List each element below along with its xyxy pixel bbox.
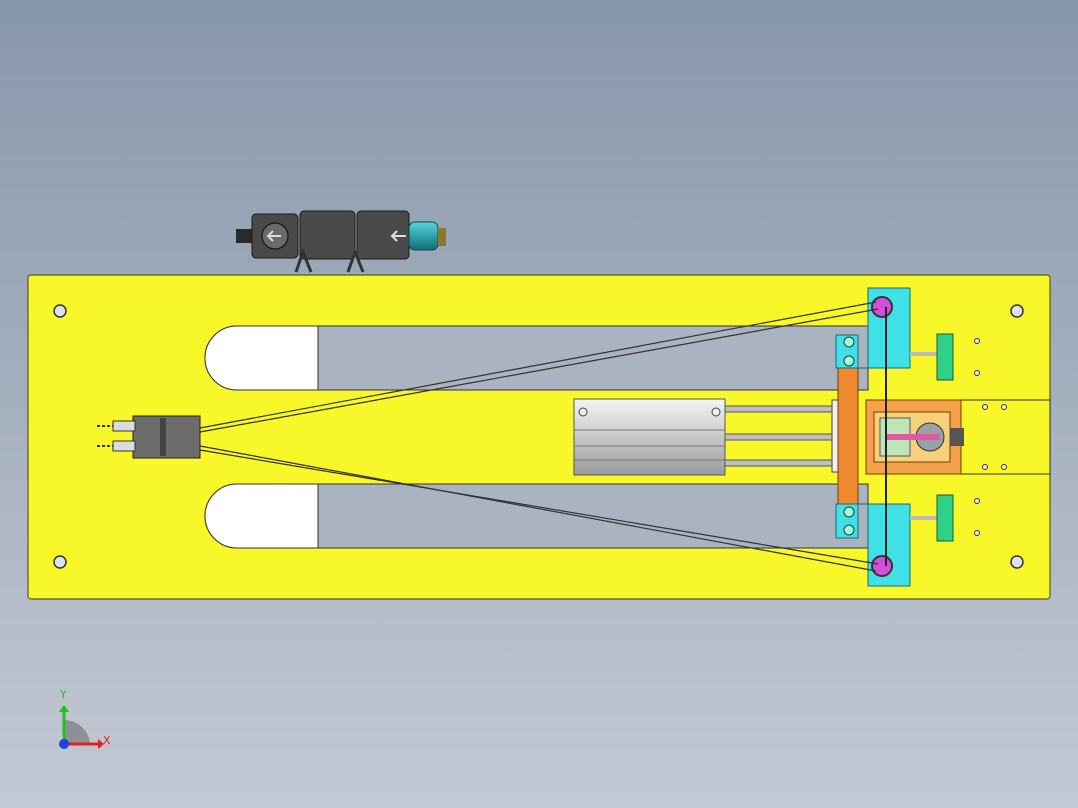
mounting-hole [53,304,67,318]
x-axis-arrowhead [98,739,104,749]
gripper-finger [885,434,940,440]
mounting-clip [294,247,313,273]
mounting-hole [1010,555,1024,569]
sensor-rod [910,352,940,356]
crossbar [837,367,859,505]
piston-rod [724,433,836,441]
mounting-hole [53,555,67,569]
bracket-bolt [843,524,855,536]
pneumatic-cylinder[interactable] [573,398,841,476]
wire [199,449,879,565]
sensor-hole [974,498,980,504]
fitting-nipple [112,440,136,452]
lower-sensor[interactable] [910,494,980,542]
valve-manifold[interactable] [236,210,446,273]
solenoid-cap [438,228,446,246]
wire [199,308,879,433]
fitting-nipple [112,420,136,432]
tension-wires [199,301,879,572]
sensor-hole [974,370,980,376]
sensor-hole [974,530,980,536]
cylinder-screw [711,407,721,417]
cylinder-body [573,398,726,476]
triad-arc [64,719,90,744]
piston-rod [724,405,836,413]
base-plate[interactable] [27,274,1051,600]
arrow-left-icon [266,230,281,242]
sensor-mount [936,333,954,381]
mounting-hole [1010,304,1024,318]
bracket-bolt [843,355,855,367]
valve-block-2 [299,210,356,260]
solenoid-coil [408,221,439,251]
sensor-rod [910,516,940,520]
sensor-mount [936,494,954,542]
axis-triad: X Y [59,688,111,749]
y-axis-arrowhead [59,705,69,712]
mounting-holes [53,304,1024,569]
pivot-pin [871,555,893,577]
bracket-bolt [843,506,855,518]
z-axis-dot [59,739,69,749]
channel-hole [1001,464,1007,470]
gripper-end [950,428,964,446]
channel-holes [982,404,1007,470]
fitting-divider [160,418,166,456]
wire [199,301,877,429]
lower-slot-end [204,483,319,549]
channel-hole [982,404,988,410]
y-axis-label: Y [59,688,67,701]
upper-sensor[interactable] [910,333,980,381]
upper-bracket[interactable] [835,287,911,369]
mounting-clip [346,247,365,273]
wire [199,445,877,572]
right-channel [959,399,1051,475]
fitting-body [132,415,201,459]
sensor-hole [974,338,980,344]
left-fitting-block[interactable] [97,415,201,459]
upper-slot-end [204,325,319,391]
pivot-pin [871,296,893,318]
x-axis-label: X [103,734,111,747]
valve-inlet-fitting [236,229,254,243]
cylinder-screw [578,407,588,417]
piston-rod [724,459,836,467]
arrow-left-icon [390,230,406,242]
channel-hole [1001,404,1007,410]
channel-hole [982,464,988,470]
bracket-bolt [843,336,855,348]
